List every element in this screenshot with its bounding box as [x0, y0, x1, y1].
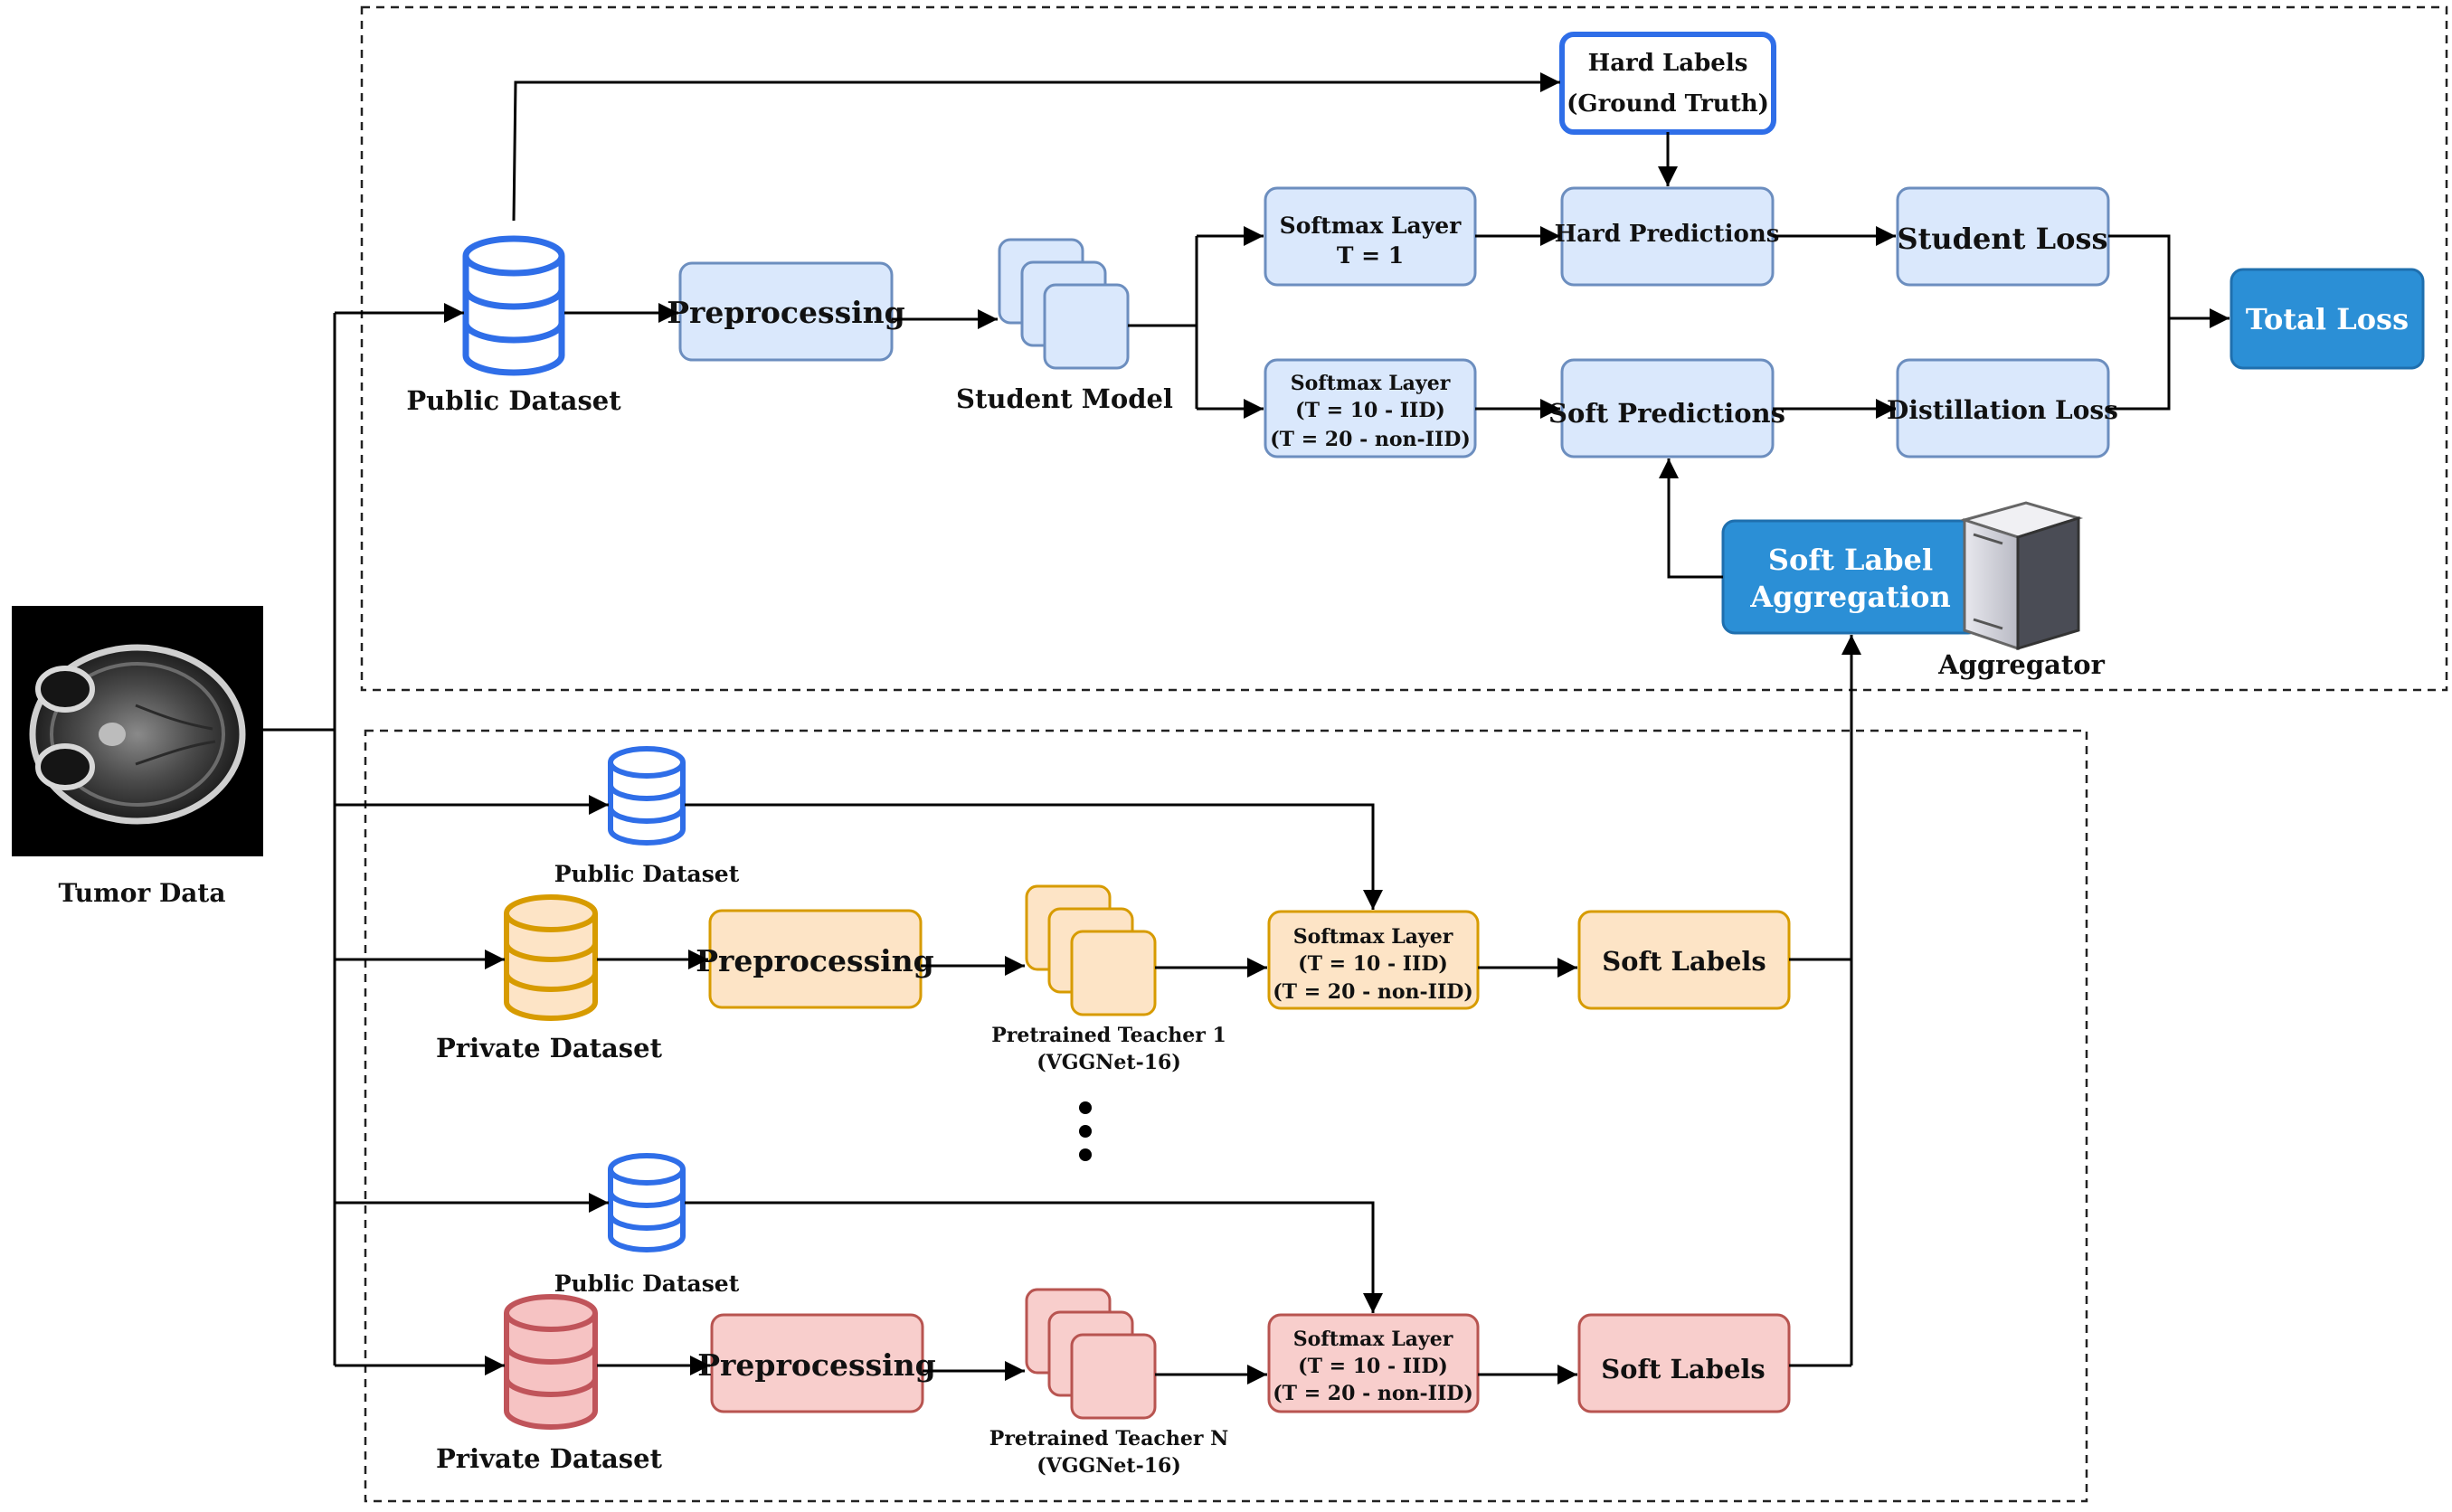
soft-label-aggregation-line1: Soft Label — [1768, 543, 1933, 577]
connector-losses-merge — [2108, 234, 2171, 411]
clientn-private-dataset-icon — [504, 1294, 598, 1430]
student-model-label: Student Model — [956, 383, 1173, 414]
softmax-soft-line2: (T = 10 - IID) — [1295, 399, 1445, 422]
hard-labels-line2: (Ground Truth) — [1567, 90, 1769, 118]
clientn-public-dataset-label: Public Dataset — [554, 1271, 740, 1297]
tumor-data-label: Tumor Data — [59, 878, 226, 908]
softmax-t1-line1: Softmax Layer — [1280, 213, 1463, 239]
server-public-dataset-icon — [462, 235, 565, 376]
client1-softmax-box — [1267, 910, 1480, 1010]
client1-soft-labels-label: Soft Labels — [1602, 946, 1766, 977]
clientn-softmax-line2: (T = 10 - IID) — [1298, 1355, 1448, 1378]
teacher1-label-line2: (VGGNet-16) — [1037, 1051, 1180, 1074]
server-frame — [360, 5, 2448, 692]
teachern-label-line1: Pretrained Teacher N — [989, 1427, 1228, 1451]
distillation-loss-label: Distillation Loss — [1887, 395, 2118, 425]
arrow-public-to-hard-labels — [512, 72, 1560, 222]
server-preprocessing-box — [678, 261, 894, 362]
clientn-softmax-line3: (T = 20 - non-IID) — [1273, 1382, 1472, 1405]
clientn-softmax-box — [1267, 1313, 1480, 1413]
arrow-aggregation-to-soft-pred — [1659, 458, 1723, 579]
client1-softmax-line2: (T = 10 - IID) — [1298, 952, 1448, 976]
clientn-private-dataset-label: Private Dataset — [436, 1443, 663, 1474]
teachern-model-icon — [1025, 1288, 1157, 1420]
teacher1-label-line1: Pretrained Teacher 1 — [991, 1024, 1226, 1047]
total-loss-label: Total Loss — [2246, 302, 2409, 336]
client1-private-dataset-label: Private Dataset — [436, 1033, 663, 1063]
arrow-clientn-public-to-softmax — [685, 1201, 1383, 1313]
clientn-preprocessing-box — [710, 1313, 924, 1413]
client1-private-dataset-icon — [504, 894, 598, 1021]
clientn-softmax-line1: Softmax Layer — [1293, 1328, 1453, 1351]
aggregator-label: Aggregator — [1937, 649, 2106, 680]
server-preprocessing-label: Preprocessing — [667, 295, 905, 330]
softmax-t1-line2: T = 1 — [1337, 242, 1404, 269]
connector-soft-labels-to-aggregation — [1789, 958, 1851, 1367]
hard-predictions-label: Hard Predictions — [1555, 221, 1780, 248]
soft-label-aggregation-line2: Aggregation — [1749, 580, 1950, 614]
clients-frame — [364, 729, 2088, 1503]
softmax-soft-line1: Softmax Layer — [1291, 372, 1451, 395]
arrow-client1-public-to-softmax — [685, 803, 1383, 910]
soft-label-aggregation-box — [1721, 519, 1982, 635]
clientn-preprocessing-label: Preprocessing — [697, 1347, 936, 1383]
server-public-dataset-label: Public Dataset — [406, 385, 621, 416]
soft-predictions-label: Soft Predictions — [1548, 398, 1785, 429]
ellipsis-dots — [1079, 1101, 1092, 1161]
client1-preprocessing-box — [708, 909, 923, 1009]
teacher1-model-icon — [1025, 884, 1157, 1016]
softmax-soft-line3: (T = 20 - non-IID) — [1270, 428, 1470, 451]
connector-student-split — [1128, 236, 1198, 409]
clientn-soft-labels-box — [1577, 1313, 1791, 1413]
student-loss-label: Student Loss — [1898, 222, 2108, 256]
client1-public-dataset-label: Public Dataset — [554, 861, 740, 887]
client1-softmax-line3: (T = 20 - non-IID) — [1273, 980, 1472, 1004]
connector-image-trunk — [263, 313, 336, 1366]
student-model-icon — [998, 238, 1130, 370]
client1-preprocessing-label: Preprocessing — [696, 943, 934, 978]
hard-labels-line1: Hard Labels — [1588, 50, 1748, 77]
tumor-mri-image — [12, 606, 263, 856]
total-loss-box — [2230, 268, 2425, 370]
clientn-public-dataset-icon — [608, 1153, 686, 1252]
client1-public-dataset-icon — [608, 746, 686, 846]
teachern-label-line2: (VGGNet-16) — [1037, 1454, 1180, 1478]
aggregator-server-icon — [1959, 501, 2084, 651]
client1-softmax-line1: Softmax Layer — [1293, 925, 1453, 949]
clientn-soft-labels-label: Soft Labels — [1601, 1354, 1766, 1384]
